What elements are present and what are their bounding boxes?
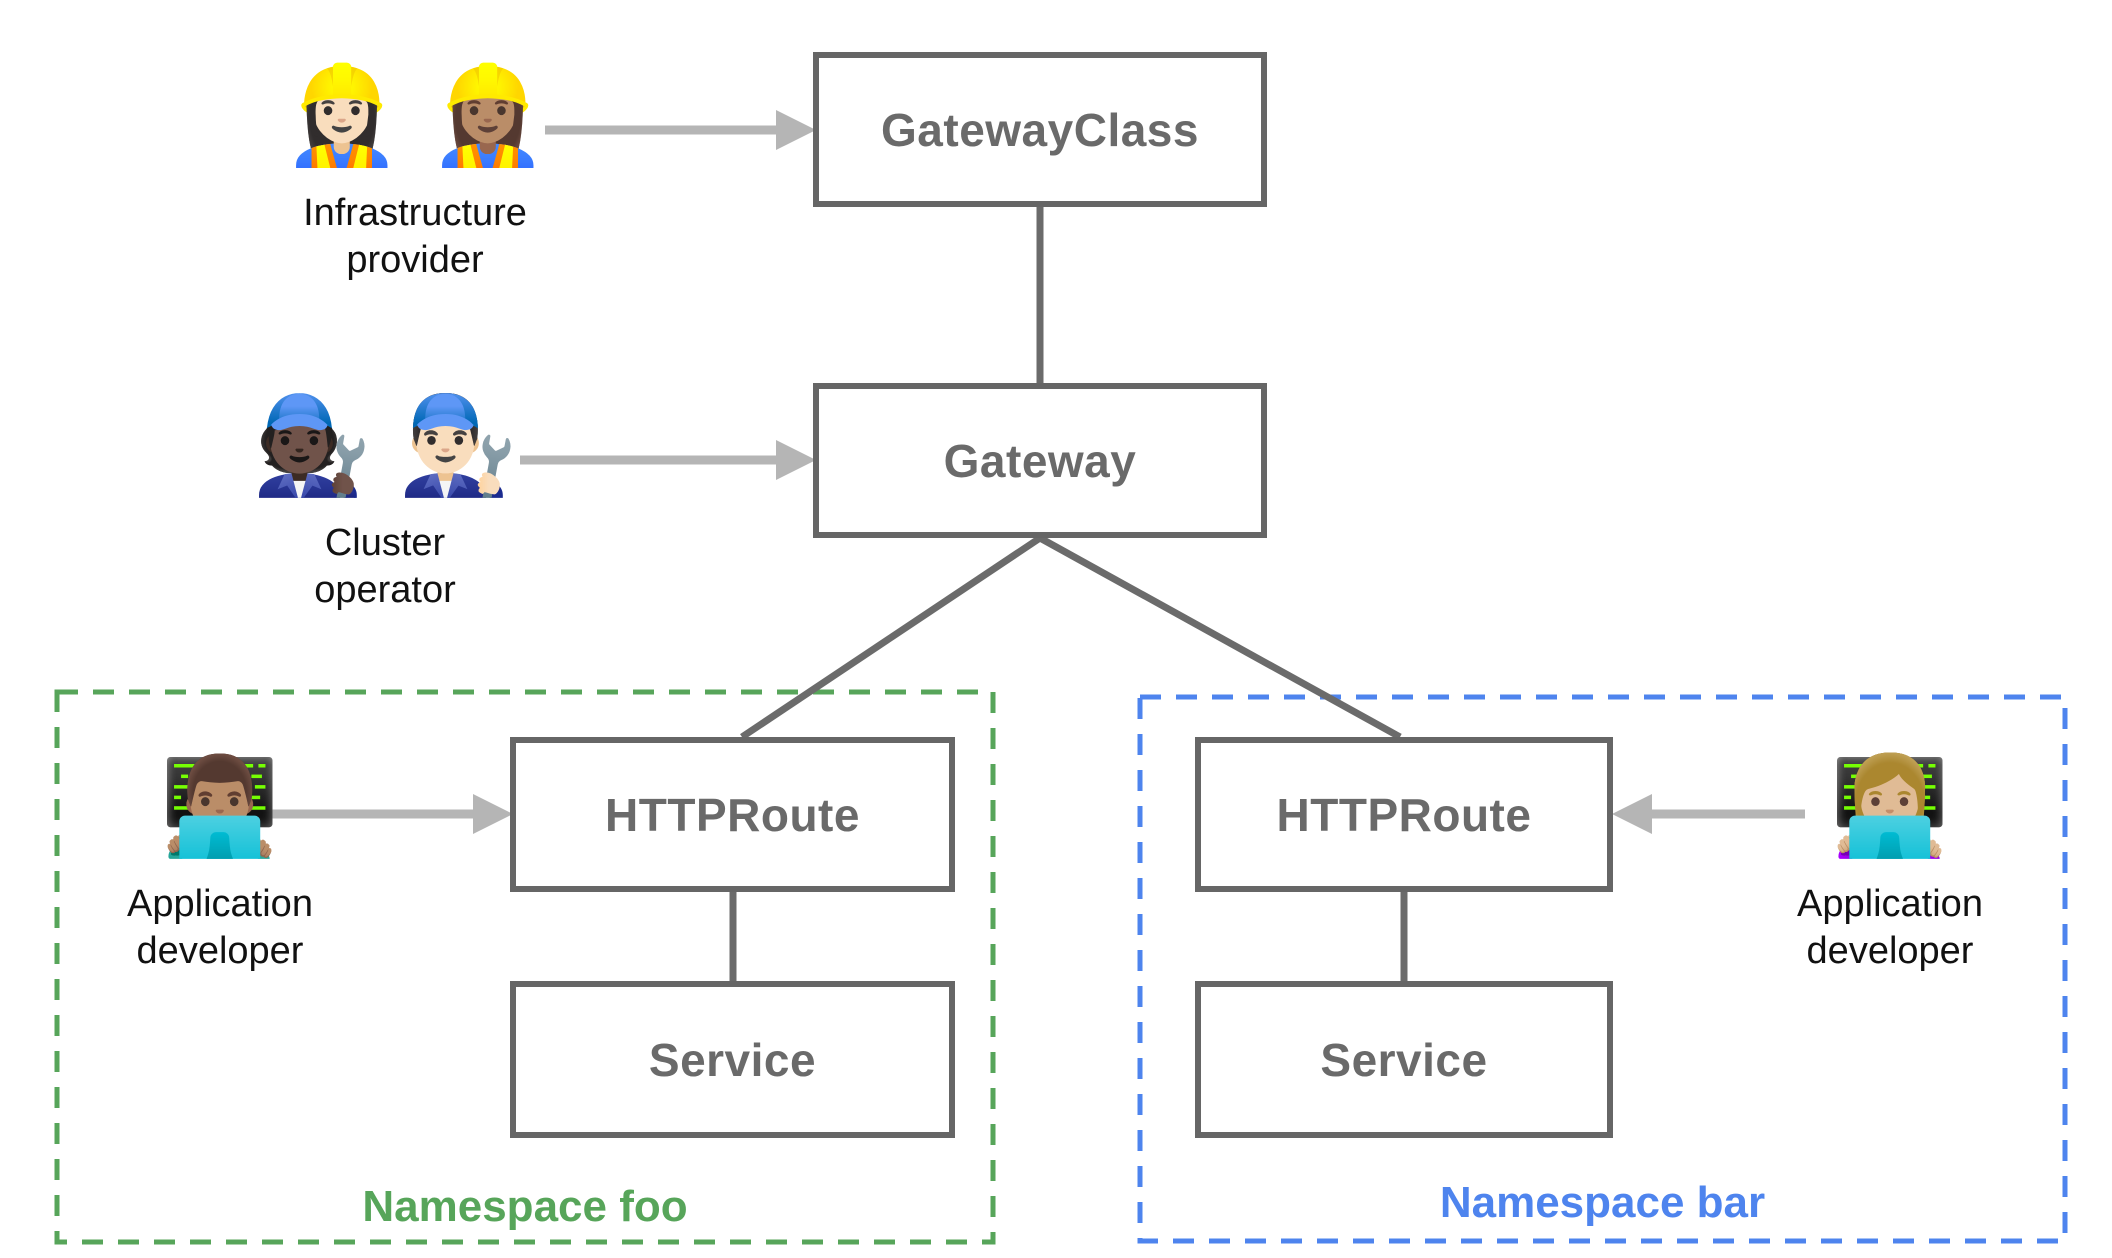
namespace-bar-boundary bbox=[1137, 694, 2068, 1244]
edge-gateway-httproute-foo bbox=[740, 535, 1042, 740]
gateway-label: Gateway bbox=[943, 434, 1137, 487]
infrastructure-provider-persona: 👷🏻‍♀️ 👷🏽‍♀️ Infrastructure provider bbox=[170, 42, 660, 284]
infrastructure-provider-label-line2: provider bbox=[346, 239, 484, 281]
gatewayclass-label: GatewayClass bbox=[881, 103, 1199, 156]
mechanic-icons: 🧑🏿‍🔧 👨🏻‍🔧 bbox=[252, 392, 518, 499]
cluster-operator-persona: 🧑🏿‍🔧 👨🏻‍🔧 Cluster operator bbox=[140, 372, 630, 614]
edge-gateway-httproute-bar bbox=[1038, 534, 1402, 741]
httproute-bar-node: HTTPRoute bbox=[1195, 737, 1613, 892]
application-developer-bar-label-line2: developer bbox=[1806, 930, 1974, 972]
service-bar-label: Service bbox=[1320, 1033, 1488, 1086]
application-developer-bar-persona: 👩🏼‍💻 Application developer bbox=[1730, 733, 2050, 975]
application-developer-foo-persona: 👨🏽‍💻 Application developer bbox=[60, 733, 380, 975]
service-bar-node: Service bbox=[1195, 981, 1613, 1138]
namespace-foo-boundary bbox=[54, 689, 996, 1245]
gatewayclass-node: GatewayClass bbox=[813, 52, 1267, 207]
arrow-infrastructure-to-gatewayclass bbox=[545, 110, 816, 150]
cluster-operator-label-line2: operator bbox=[314, 569, 456, 611]
arrow-cluster-to-gateway bbox=[520, 440, 816, 480]
cluster-operator-label-line1: Cluster bbox=[324, 522, 446, 564]
namespace-foo-label: Namespace foo bbox=[362, 1182, 688, 1231]
httproute-foo-node: HTTPRoute bbox=[510, 737, 955, 892]
woman-technologist-icon: 👩🏼‍💻 bbox=[1830, 753, 1950, 860]
arrow-developer-to-httproute-foo bbox=[263, 794, 513, 834]
construction-worker-icons: 👷🏻‍♀️ 👷🏽‍♀️ bbox=[282, 62, 548, 169]
application-developer-foo-label-line2: developer bbox=[136, 930, 304, 972]
arrow-developer-to-httproute-bar bbox=[1612, 794, 1805, 834]
httproute-bar-label: HTTPRoute bbox=[1276, 788, 1532, 841]
infrastructure-provider-label-line1: Infrastructure bbox=[303, 192, 527, 234]
service-foo-label: Service bbox=[648, 1033, 817, 1086]
httproute-foo-label: HTTPRoute bbox=[605, 788, 860, 841]
man-technologist-icon: 👨🏽‍💻 bbox=[160, 753, 280, 860]
application-developer-bar-label-line1: Application bbox=[1797, 883, 1983, 925]
service-foo-node: Service bbox=[510, 981, 955, 1138]
gateway-node: Gateway bbox=[813, 383, 1267, 538]
application-developer-foo-label-line1: Application bbox=[127, 883, 313, 925]
namespace-bar-label: Namespace bar bbox=[1439, 1178, 1766, 1227]
